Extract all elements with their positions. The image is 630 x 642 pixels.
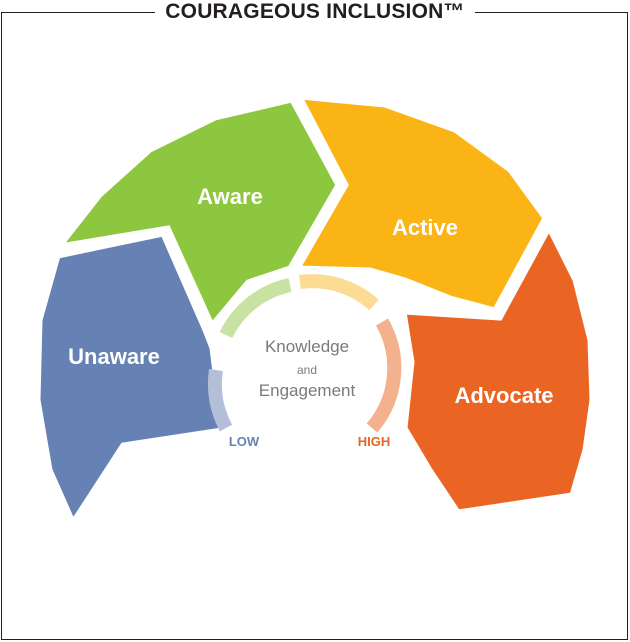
- ring-arc-active: [299, 274, 379, 311]
- center-text-engagement: Engagement: [259, 381, 356, 400]
- diagram-title: COURAGEOUS INCLUSION™: [155, 0, 475, 23]
- segment-label-aware: Aware: [197, 184, 263, 209]
- segment-aware: [54, 97, 341, 330]
- segment-active: [293, 94, 548, 313]
- ring-arc-aware: [219, 278, 292, 339]
- segment-advocate: [401, 222, 595, 515]
- segment-label-active: Active: [392, 215, 458, 240]
- segment-label-unaware: Unaware: [68, 344, 160, 369]
- center-text-knowledge: Knowledge: [265, 337, 349, 356]
- diagram-title-wrap: COURAGEOUS INCLUSION™: [0, 0, 630, 26]
- ring-arc-advocate: [366, 318, 402, 433]
- ring-arc-unaware: [207, 368, 233, 432]
- segment-label-advocate: Advocate: [454, 383, 553, 408]
- scale-low-label: LOW: [229, 434, 260, 449]
- segment-unaware: [35, 231, 225, 528]
- scale-high-label: HIGH: [358, 434, 391, 449]
- center-text-and: and: [297, 363, 317, 377]
